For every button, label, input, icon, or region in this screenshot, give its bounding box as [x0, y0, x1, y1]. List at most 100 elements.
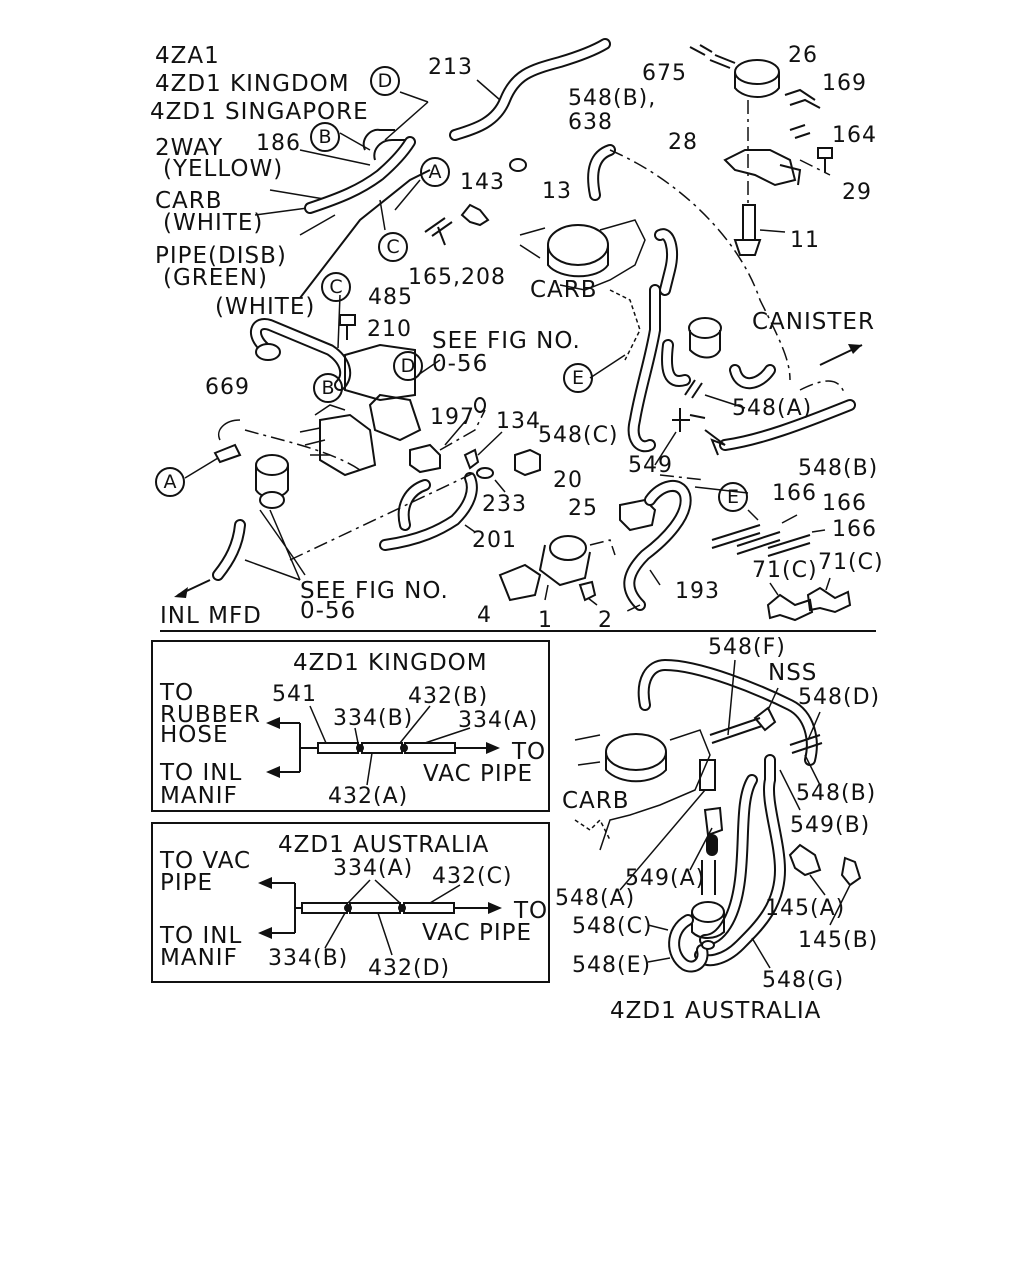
callout-25: 25 — [568, 496, 598, 521]
carb-body-bottom — [605, 733, 667, 771]
callout-1: 1 — [538, 608, 553, 633]
callout-169: 169 — [822, 71, 867, 96]
label-pipe-disb: PIPE(DISB) — [155, 243, 287, 269]
kingdom-to-vac-label: TO — [512, 739, 547, 765]
callout-166-b: 166 — [822, 491, 867, 516]
australia-manif-label: MANIF — [160, 945, 238, 971]
callout-71c-b: 71(C) — [818, 550, 884, 575]
valve-197 — [409, 443, 441, 474]
kingdom-callout-432b: 432(B) — [408, 684, 489, 709]
aus-caption: 4ZD1 AUSTRALIA — [610, 998, 822, 1024]
nss-fitting — [753, 706, 777, 732]
carb-body-top — [547, 224, 609, 266]
label-canister: CANISTER — [752, 309, 875, 335]
callout-164: 164 — [832, 123, 877, 148]
australia-vac-pipe-label: VAC PIPE — [422, 920, 533, 946]
clip-145a — [788, 843, 822, 877]
callout-233: 233 — [482, 492, 527, 517]
aus-label-nss: NSS — [768, 660, 818, 686]
callout-29: 29 — [842, 180, 872, 205]
aus-callout-548a: 548(A) — [555, 886, 636, 911]
model-label-4za1: 4ZA1 — [155, 43, 220, 69]
aus-callout-548d: 548(D) — [798, 685, 881, 710]
bracket-lower — [368, 393, 422, 442]
hose-166-b — [736, 531, 781, 555]
kingdom-to-label: TO — [160, 680, 195, 706]
sensor-a — [213, 443, 242, 464]
tee-549 — [672, 408, 706, 432]
marker-c-top: C — [378, 232, 408, 262]
callout-11: 11 — [790, 228, 820, 253]
callout-26: 26 — [788, 43, 818, 68]
cap-13 — [509, 158, 527, 172]
callout-669: 669 — [205, 375, 250, 400]
callout-213: 213 — [428, 55, 473, 80]
marker-e-right: E — [718, 482, 748, 512]
callout-638: 638 — [568, 110, 613, 135]
australia-to-label: TO — [514, 898, 549, 924]
bolt-134 — [463, 448, 480, 470]
marker-b-mid: B — [313, 373, 343, 403]
australia-pipe-label: PIPE — [160, 870, 214, 896]
gasket-4 — [498, 563, 542, 602]
valve-aus — [691, 901, 725, 923]
label-2way: 2WAY — [155, 135, 224, 161]
clip-145b — [840, 856, 862, 887]
aus-callout-549b: 549(B) — [790, 813, 871, 838]
callout-134: 134 — [496, 409, 541, 434]
model-label-singapore: 4ZD1 SINGAPORE — [150, 99, 369, 125]
australia-callout-432d: 432(D) — [368, 956, 451, 981]
label-green: (GREEN) — [163, 265, 269, 291]
australia-callout-334a: 334(A) — [333, 856, 414, 881]
label-carb-main: CARB — [530, 277, 598, 303]
aus-callout-548e: 548(E) — [572, 953, 652, 978]
marker-c-mid: C — [321, 272, 351, 302]
kingdom-inset-box — [151, 640, 550, 812]
label-see-fig-bottom: SEE FIG NO. — [300, 578, 449, 604]
egr-valve — [255, 454, 289, 476]
callout-13: 13 — [542, 179, 572, 204]
callout-210: 210 — [367, 317, 412, 342]
kingdom-callout-334b: 334(B) — [333, 706, 414, 731]
label-fig-0-56-bottom: 0-56 — [300, 598, 357, 624]
australia-callout-334b: 334(B) — [268, 946, 349, 971]
label-fig-0-56-top: 0-56 — [432, 351, 489, 377]
callout-166-c: 166 — [832, 517, 877, 542]
callout-193: 193 — [675, 579, 720, 604]
marker-a-left: A — [155, 467, 185, 497]
australia-to-inl-label: TO INL — [160, 923, 243, 949]
callout-548c-top: 548(C) — [538, 423, 619, 448]
label-white-pipe: (WHITE) — [215, 294, 316, 320]
kingdom-title: 4ZD1 KINGDOM — [293, 650, 488, 676]
throttle-body — [549, 535, 587, 561]
australia-inset-box — [151, 822, 550, 983]
aus-callout-145a: 145(A) — [765, 896, 846, 921]
tee-165 — [424, 217, 453, 246]
kingdom-to-inl-label: TO INL — [160, 760, 243, 786]
aus-callout-548f: 548(F) — [708, 635, 786, 660]
marker-b-top: B — [310, 122, 340, 152]
kingdom-callout-541: 541 — [272, 682, 317, 707]
hose-169 — [784, 88, 821, 109]
callout-166-a: 166 — [772, 481, 817, 506]
callout-548a-top: 548(A) — [732, 396, 813, 421]
callout-20: 20 — [553, 468, 583, 493]
callout-186: 186 — [256, 131, 301, 156]
label-inl-mfd: INL MFD — [160, 603, 262, 629]
bracket-210 — [344, 343, 416, 402]
hose-548d — [789, 734, 823, 754]
callout-675: 675 — [642, 61, 687, 86]
label-see-fig-top: SEE FIG NO. — [432, 328, 581, 354]
model-label-kingdom: 4ZD1 KINGDOM — [155, 71, 350, 97]
bolt-485 — [339, 314, 356, 340]
marker-d-top: D — [370, 66, 400, 96]
aus-callout-548b: 548(B) — [796, 781, 877, 806]
callout-28: 28 — [668, 130, 698, 155]
label-white: (WHITE) — [163, 210, 264, 236]
callout-201: 201 — [472, 528, 517, 553]
label-yellow: (YELLOW) — [163, 156, 284, 182]
callout-2: 2 — [598, 608, 613, 633]
australia-title: 4ZD1 AUSTRALIA — [278, 832, 490, 858]
hose-164 — [789, 124, 811, 139]
